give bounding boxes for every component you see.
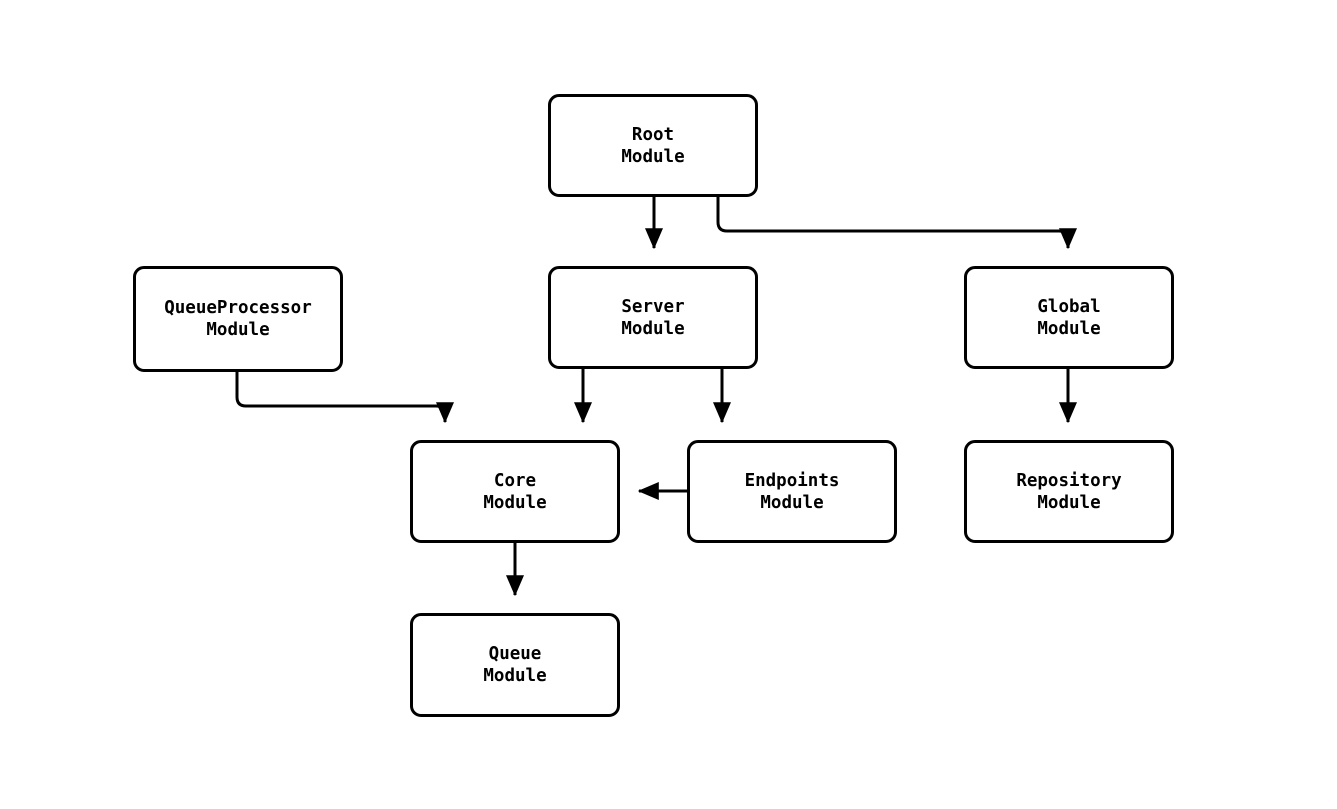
node-queue-module-line2: Module bbox=[483, 666, 547, 686]
node-repository-module-line2: Module bbox=[1037, 492, 1101, 513]
node-server-module[interactable]: Server Module bbox=[548, 266, 758, 369]
node-global-module-line1: Global bbox=[1037, 296, 1101, 317]
node-root-module-line2: Module bbox=[621, 146, 685, 167]
node-global-module-line2: Module bbox=[1037, 318, 1101, 339]
node-queue-module[interactable]: Queue Module bbox=[410, 613, 620, 717]
node-endpoints-module[interactable]: Endpoints Module bbox=[687, 440, 897, 543]
node-global-module[interactable]: Global Module bbox=[964, 266, 1174, 369]
edge-queueprocessor-to-core bbox=[235, 372, 454, 424]
node-repository-module-line1: Repository bbox=[1016, 470, 1122, 491]
edge-root-to-global bbox=[716, 197, 1077, 250]
node-server-module-line1: Server bbox=[621, 296, 685, 317]
node-core-module-line1: Core bbox=[493, 470, 537, 491]
node-queueprocessor-module[interactable]: QueueProcessor Module bbox=[133, 266, 343, 372]
node-core-module[interactable]: Core Module bbox=[410, 440, 620, 543]
node-repository-module[interactable]: Repository Module bbox=[964, 440, 1174, 543]
node-queueprocessor-module-line1: QueueProcessor bbox=[164, 298, 312, 318]
node-queue-module-line1: Queue bbox=[488, 644, 542, 664]
node-core-module-line2: Module bbox=[483, 492, 547, 513]
node-endpoints-module-line1: Endpoints bbox=[744, 470, 840, 491]
node-root-module[interactable]: Root Module bbox=[548, 94, 758, 197]
node-queueprocessor-module-line2: Module bbox=[206, 320, 270, 340]
node-endpoints-module-line2: Module bbox=[760, 492, 824, 513]
node-root-module-line1: Root bbox=[631, 124, 675, 145]
node-server-module-line2: Module bbox=[621, 318, 685, 339]
